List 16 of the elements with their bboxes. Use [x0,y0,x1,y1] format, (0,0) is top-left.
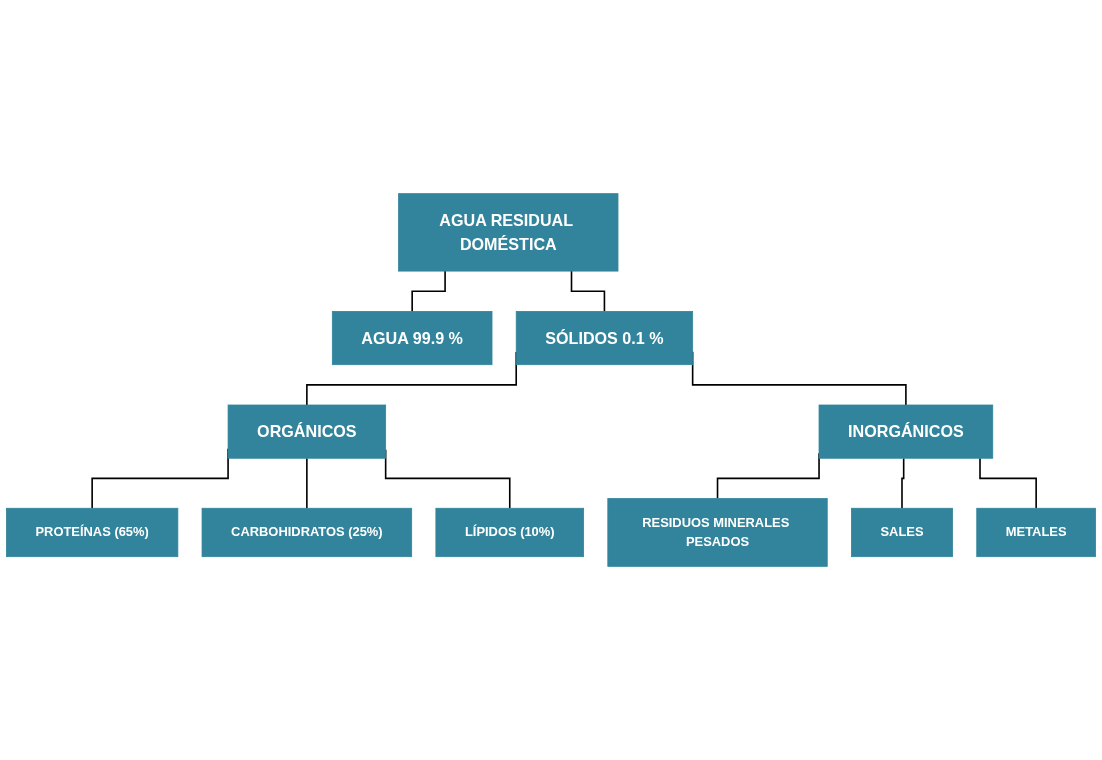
node-box: PROTEÍNAS (65%) [6,507,179,558]
node-box: CARBOHIDRATOS (25%) [201,507,413,558]
node-box: INORGÁNICOS [818,404,994,459]
node-box: RESIDUOS MINERALES PESADOS [607,498,828,567]
connector [979,457,1037,510]
node-box: ORGÁNICOS [227,404,387,459]
node-box: METALES [976,507,1096,558]
node-box: SALES [851,507,953,558]
node-box: AGUA RESIDUAL DOMÉSTICA [398,193,619,272]
node-box: AGUA 99.9 % [331,311,493,366]
connector [570,270,606,313]
node-box: LÍPIDOS (10%) [435,507,585,558]
connector [306,457,308,510]
connector [901,457,905,510]
node-box: SÓLIDOS 0.1 % [515,311,694,366]
connector [411,270,446,313]
